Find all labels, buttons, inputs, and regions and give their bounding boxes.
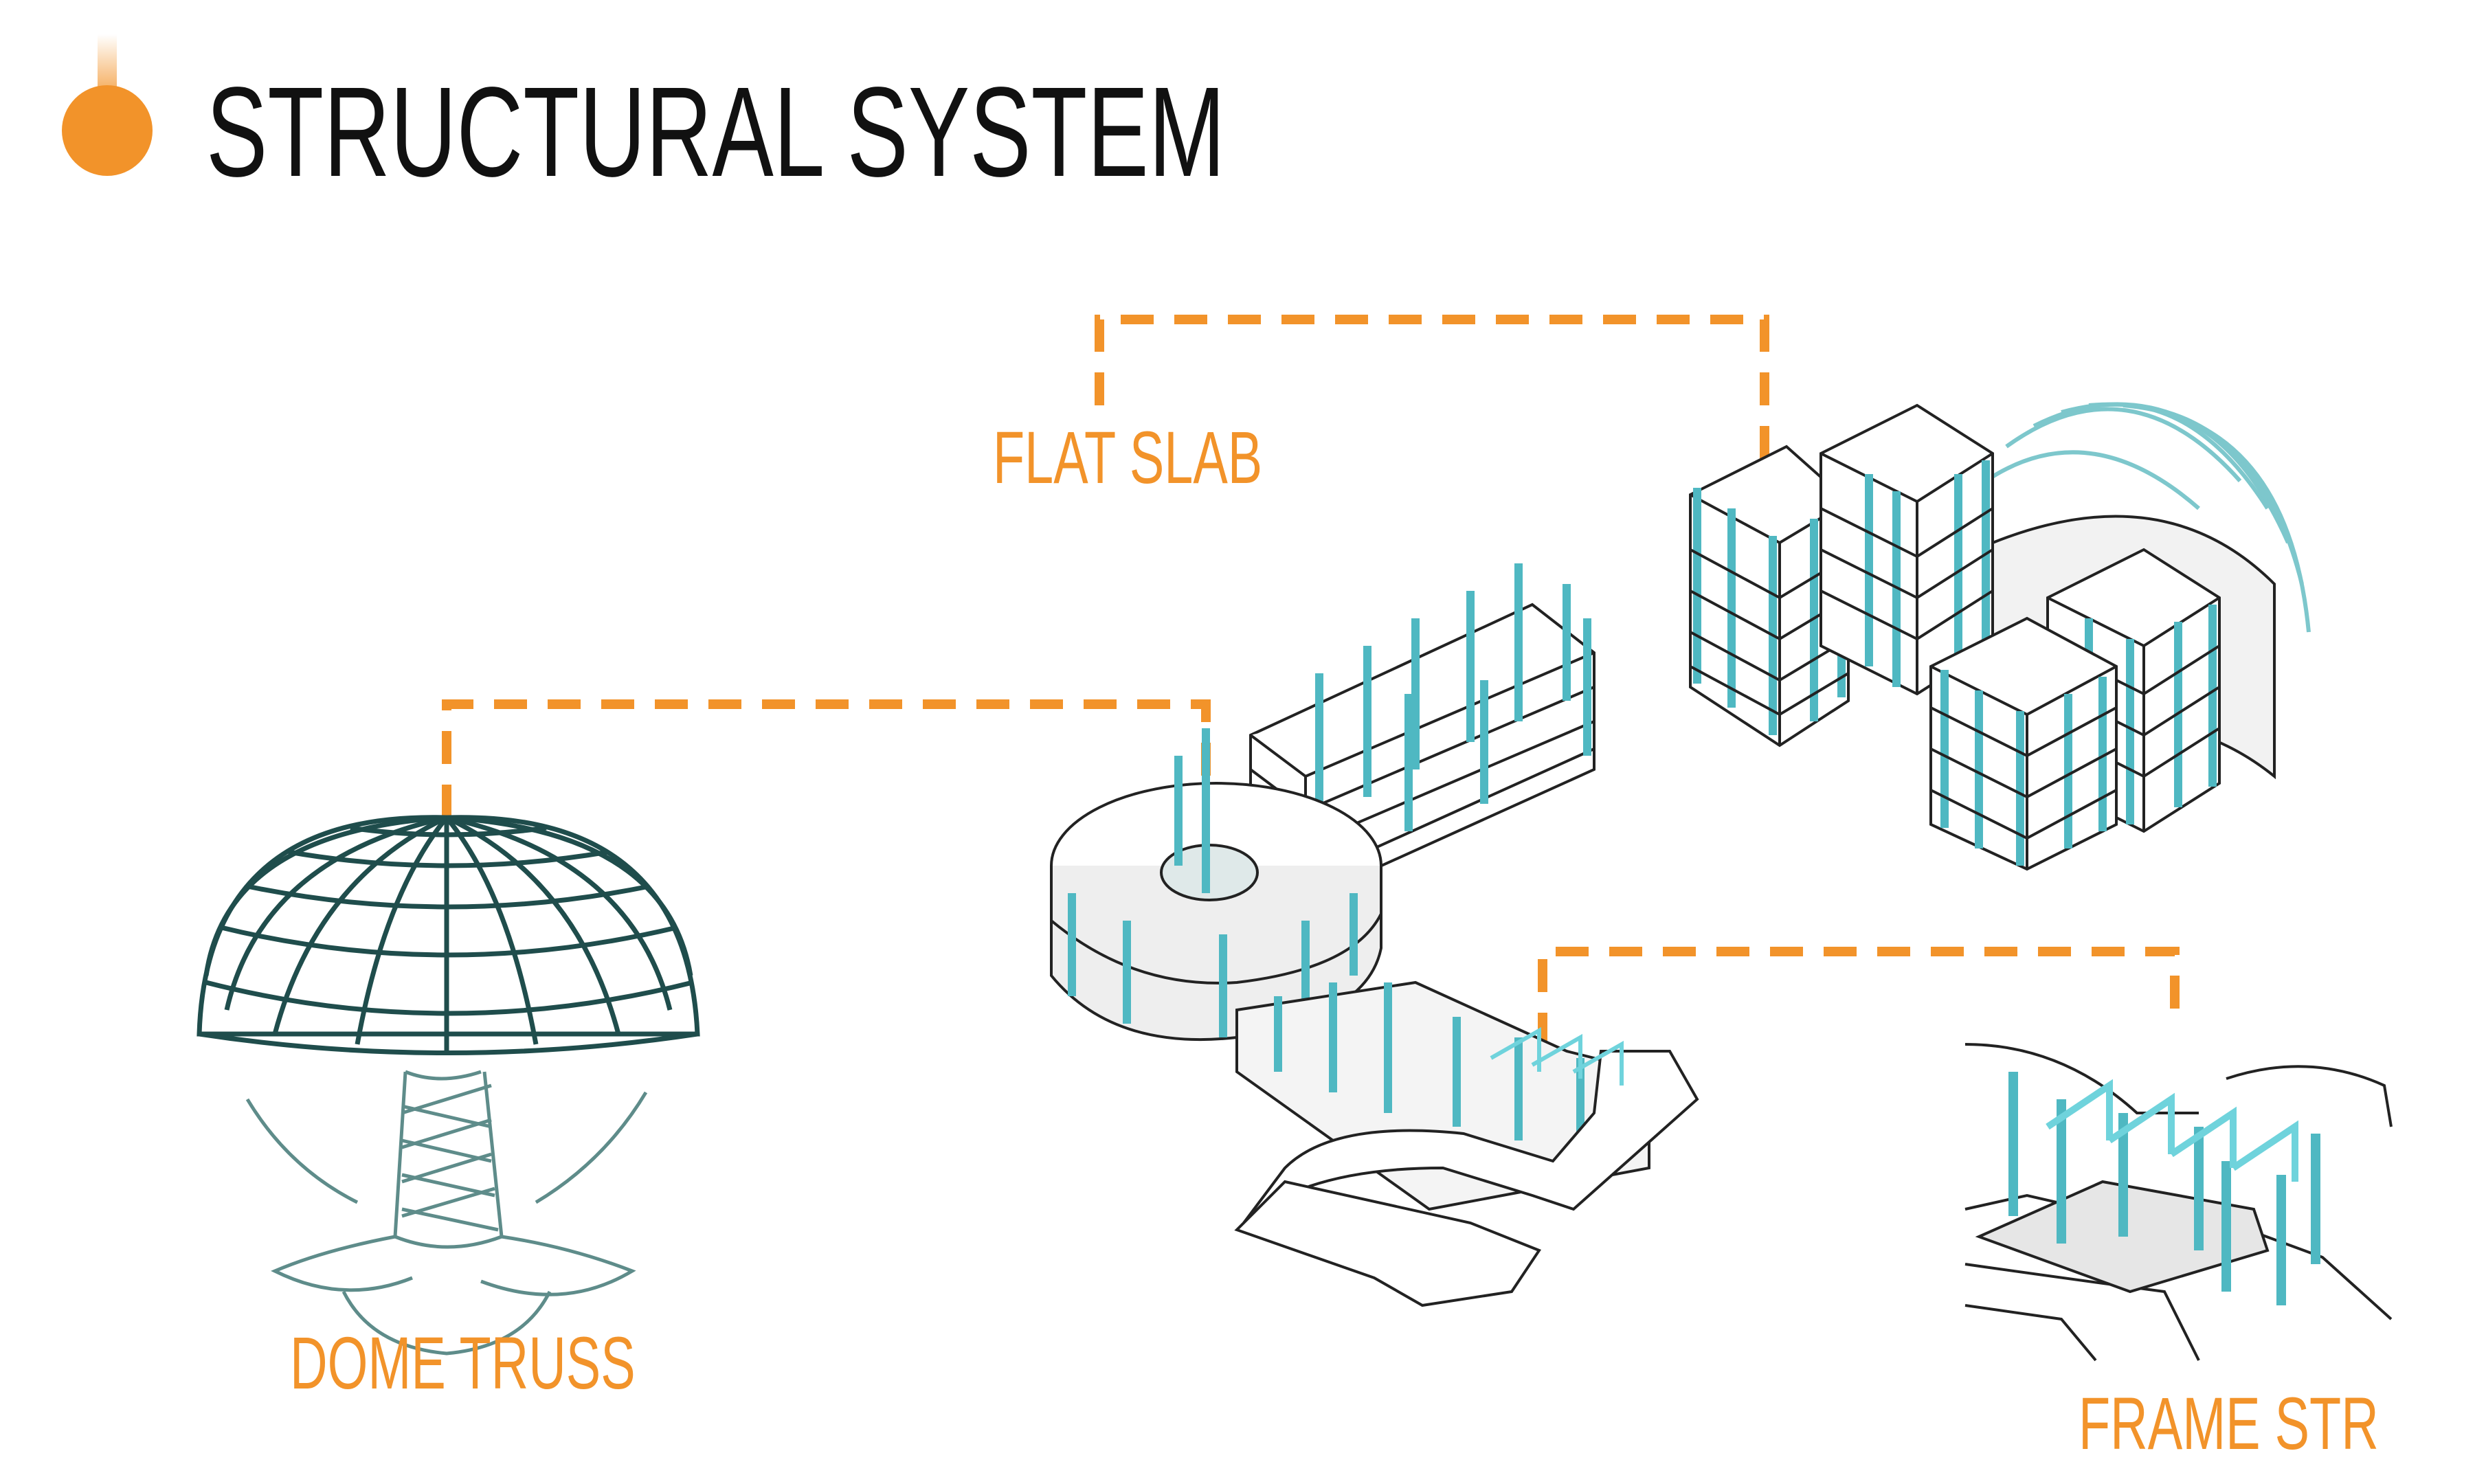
page-title: STRUCTURAL SYSTEM [206,61,1226,203]
label-flat-slab: FLAT SLAB [993,416,1263,499]
frame-str-detail [1964,1024,2405,1362]
leader-frame-str [1538,947,2180,1099]
central-building [1050,563,1699,1307]
label-dome-truss: DOME TRUSS [290,1321,636,1404]
leader-flat-slab [1095,315,1769,481]
dome-stem [245,1070,648,1356]
label-frame-str: FRAME STR [2079,1382,2379,1465]
orange-drop-icon [62,34,153,176]
dome-truss-drawing [197,815,700,1055]
flat-slab-building [1689,402,2311,871]
